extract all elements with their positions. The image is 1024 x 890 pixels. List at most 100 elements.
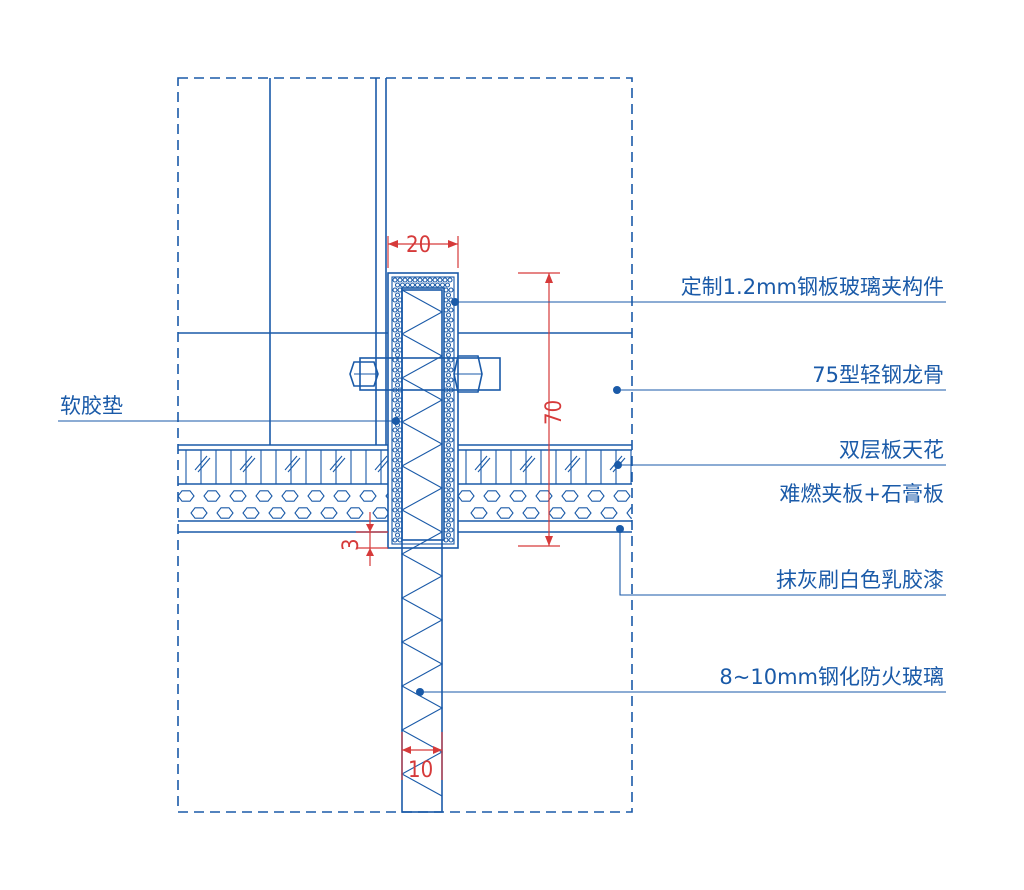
gasket-cell: [448, 487, 454, 493]
gasket-cell: [448, 417, 454, 423]
gasket-cell: [392, 327, 398, 333]
gasket-cell: [448, 537, 454, 543]
gasket-cell: [443, 297, 449, 303]
gasket-cell: [448, 367, 454, 373]
dimension-glass-thickness: 10: [401, 732, 443, 783]
gasket-cell: [394, 312, 401, 318]
gasket-cell: [448, 437, 454, 443]
gasket-cell: [448, 287, 454, 293]
gasket-cell: [445, 532, 452, 538]
gasket-cell: [443, 347, 449, 353]
board-hex-cell: [333, 490, 351, 502]
gasket-cell: [394, 432, 401, 438]
board-hatch-slash: [284, 455, 298, 471]
dimension-clip-width-text: 20: [406, 233, 431, 258]
board-hex-cell: [574, 507, 592, 519]
gasket-cell: [392, 407, 398, 413]
gasket-cell: [394, 402, 401, 408]
board-hatch-slash: [287, 457, 301, 473]
gasket-cell: [448, 337, 454, 343]
gasket-cell: [392, 397, 398, 403]
gasket-cell: [429, 282, 436, 288]
leader-gasket: 软胶垫: [58, 394, 400, 425]
board-hex-cell: [385, 492, 388, 500]
gasket-cell: [447, 277, 453, 283]
gasket-cell: [445, 512, 452, 518]
board-hex-cell: [320, 507, 338, 519]
board-hex-cell: [294, 507, 312, 519]
board-hex-cell: [281, 490, 299, 502]
gasket-cell: [394, 502, 401, 508]
gasket-cell: [445, 362, 452, 368]
leader-glass: 8~10mm钢化防火玻璃: [416, 665, 946, 696]
gasket-cell: [445, 422, 452, 428]
gasket-cell: [394, 302, 401, 308]
gasket-cell: [392, 527, 398, 533]
board-hatch-slash: [567, 457, 581, 473]
gasket-cell: [445, 332, 452, 338]
board-hex-cell: [372, 507, 388, 519]
tempered-glass: [400, 289, 444, 813]
gasket-cell: [443, 497, 449, 503]
gasket-cell: [445, 482, 452, 488]
gasket-cell: [394, 462, 401, 468]
label-glass: 8~10mm钢化防火玻璃: [719, 665, 944, 689]
gasket-cell: [448, 407, 454, 413]
gasket-cell: [443, 387, 449, 393]
gasket-cell: [414, 282, 421, 288]
board-hex-cell: [190, 507, 208, 519]
board-hex-cell: [561, 490, 579, 502]
gasket-cell: [445, 502, 452, 508]
gasket-cell: [448, 467, 454, 473]
ceiling-double-layer: [178, 444, 632, 485]
gasket-cell: [422, 277, 428, 283]
gasket-cell: [394, 292, 401, 298]
board-hex-cell: [346, 507, 364, 519]
gasket-cell: [392, 297, 398, 303]
board-hex-cell: [535, 490, 553, 502]
label-fireproof-board: 难燃夹板+石膏板: [779, 482, 944, 506]
gasket-cell: [443, 467, 449, 473]
label-paint: 抹灰刷白色乳胶漆: [776, 568, 944, 592]
gasket-cell: [445, 392, 452, 398]
gasket-cell: [448, 327, 454, 333]
board-hatch-slash: [474, 455, 488, 471]
gasket-cell: [427, 277, 433, 283]
gasket-cell: [443, 337, 449, 343]
gasket-cell: [445, 492, 452, 498]
gasket-cell: [448, 347, 454, 353]
dimension-gap: 3: [339, 512, 388, 566]
gasket-cell: [394, 352, 401, 358]
gasket-cell: [445, 382, 452, 388]
gasket-cell: [394, 532, 401, 538]
gasket-cell: [443, 527, 449, 533]
gasket-cell: [417, 277, 423, 283]
board-hex-cell: [483, 490, 501, 502]
dimension-gap-text: 3: [339, 538, 364, 551]
gasket-cell: [394, 522, 401, 528]
dimension-clip-height-text: 70: [542, 400, 567, 425]
gasket-cell: [443, 357, 449, 363]
gasket-cell: [399, 282, 406, 288]
gasket-cell: [419, 282, 426, 288]
gasket-cell: [392, 347, 398, 353]
gasket-cell: [407, 277, 413, 283]
gasket-cell: [445, 312, 452, 318]
board-hex-cell: [307, 490, 325, 502]
gasket-cell: [392, 437, 398, 443]
gasket-cell: [394, 512, 401, 518]
gasket-cell: [402, 277, 408, 283]
label-keel: 75型轻钢龙骨: [812, 363, 944, 387]
gasket-cell: [445, 432, 452, 438]
board-hex-cell: [470, 507, 488, 519]
board-hex-cell: [522, 507, 540, 519]
gasket-cell: [443, 457, 449, 463]
gasket-cell: [394, 322, 401, 328]
gasket-cell: [445, 402, 452, 408]
gasket-cell: [445, 522, 452, 528]
gasket-cell: [443, 537, 449, 543]
gasket-cell: [409, 282, 416, 288]
board-hatch-slash: [564, 455, 578, 471]
upper-framing: [178, 78, 632, 445]
